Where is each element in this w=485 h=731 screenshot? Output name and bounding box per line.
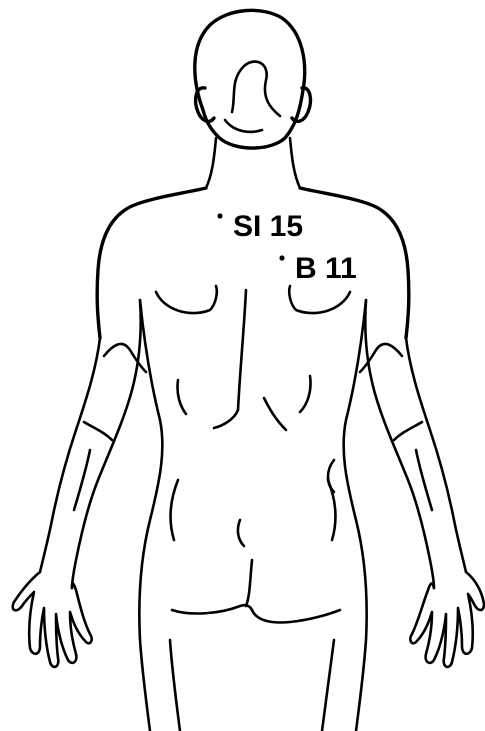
- right-hand: [410, 572, 484, 667]
- si15-dot: [217, 213, 222, 218]
- spine-line: [238, 290, 246, 410]
- hairline-detail: [225, 120, 262, 132]
- left-hip-detail: [171, 480, 178, 540]
- left-arm-inner: [72, 300, 141, 588]
- right-arm-outer: [406, 338, 466, 572]
- sacrum-curve: [238, 520, 244, 546]
- right-buttock-crease: [252, 610, 340, 623]
- left-leg-inner: [170, 640, 180, 731]
- right-leg-inner: [322, 640, 334, 731]
- si15-label: SI 15: [233, 210, 303, 243]
- left-hand: [13, 572, 92, 667]
- right-scapula: [289, 286, 350, 313]
- left-arm-outer: [40, 338, 100, 572]
- lower-back-left: [214, 410, 238, 428]
- gluteal-cleft: [246, 560, 252, 606]
- left-forearm-line: [74, 450, 90, 510]
- lower-back-right: [264, 398, 286, 430]
- right-rib-detail: [300, 376, 311, 412]
- left-rib-detail: [177, 380, 186, 414]
- right-waist: [344, 300, 367, 731]
- right-arm-inner: [365, 300, 434, 588]
- right-flank-bump: [328, 460, 334, 492]
- left-elbow-line: [84, 422, 112, 440]
- left-buttock-crease: [172, 605, 252, 613]
- left-scapula: [156, 286, 217, 313]
- right-elbow-line: [394, 422, 422, 440]
- right-forearm-line: [416, 450, 432, 510]
- hair-detail: [232, 62, 280, 116]
- neck-right: [290, 138, 300, 188]
- left-waist: [139, 300, 162, 731]
- b11-dot: [279, 255, 284, 260]
- head-outline: [195, 10, 305, 148]
- neck-left: [206, 138, 216, 188]
- left-shoulder: [97, 188, 206, 338]
- b11-label: B 11: [295, 252, 357, 285]
